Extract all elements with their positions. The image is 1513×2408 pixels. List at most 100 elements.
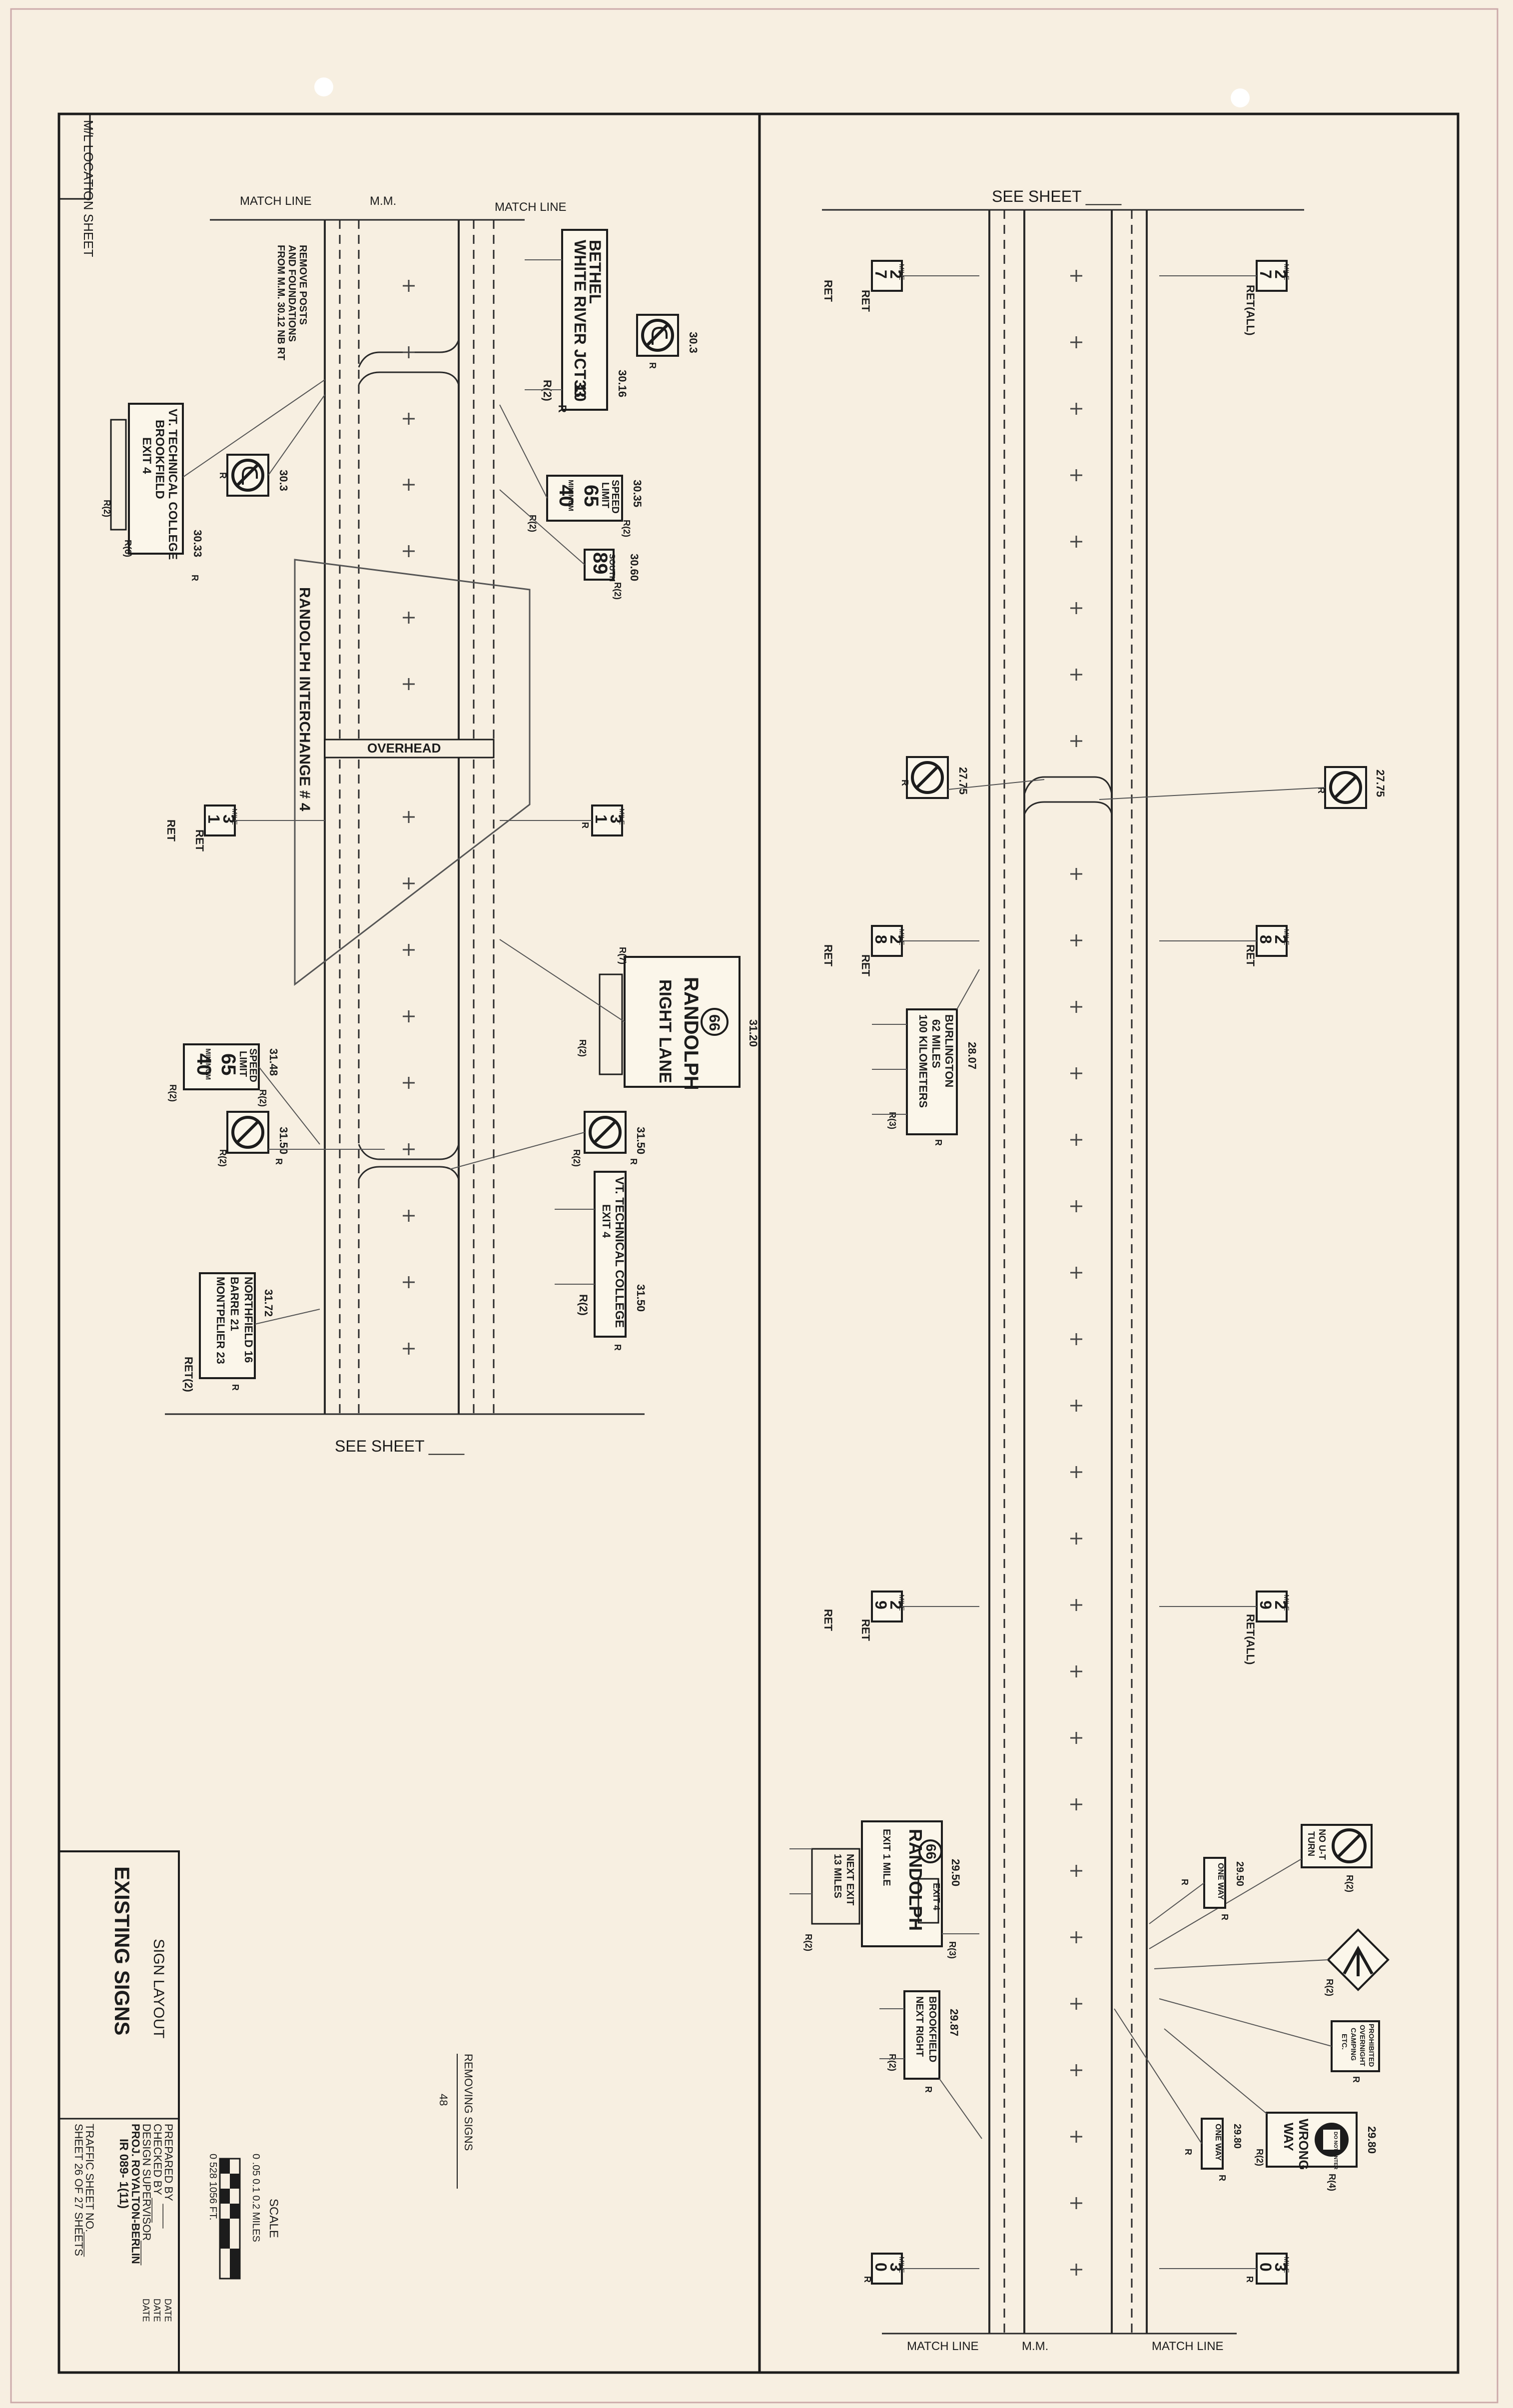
sheet-number: SHEET 26 OF 27 SHEETS [72, 2124, 85, 2256]
match-line-label: MATCH LINE [240, 194, 312, 208]
sign-wrong-way: DO NOT ENTER WRONG WAY 29.80 R(4) R(2) [1164, 2028, 1378, 2191]
svg-text:BETHEL: BETHEL [586, 240, 604, 304]
svg-text:MILE: MILE [1283, 2257, 1291, 2273]
sign-northfield: NORTHFIELD 16 BARRE 21 MONTPELIER 23 31.… [182, 1272, 320, 1392]
overhead-structure [324, 739, 495, 759]
svg-text:R(2): R(2) [1325, 1979, 1335, 1996]
match-line-label: MATCH LINE [1152, 2340, 1224, 2353]
svg-text:31.48: 31.48 [267, 1048, 280, 1076]
svg-text:48: 48 [437, 2094, 450, 2106]
svg-text:DO NOT ENTER: DO NOT ENTER [1333, 2132, 1338, 2170]
sign-burlington: BURLINGTON 62 MILES 100 KILOMETERS 28.07… [872, 969, 980, 1146]
svg-text:NO U-T: NO U-T [1317, 1829, 1327, 1860]
right-roadway [822, 209, 1304, 2335]
svg-text:R: R [556, 405, 569, 413]
svg-text:SPEED: SPEED [247, 1048, 258, 1082]
sign-mile-30-nb: MILE 3 0 R [1159, 2253, 1291, 2285]
svg-text:EXIT 4: EXIT 4 [140, 437, 153, 474]
svg-text:RET(ALL): RET(ALL) [1244, 285, 1257, 335]
svg-text:EXIT 4: EXIT 4 [600, 1204, 613, 1238]
svg-text:CAMPING: CAMPING [1350, 2028, 1358, 2061]
svg-text:LIMIT: LIMIT [600, 482, 611, 508]
match-line-label: MATCH LINE [495, 200, 567, 214]
svg-text:R(2): R(2) [887, 2054, 897, 2071]
svg-text:PREPARED BY ____: PREPARED BY ____ [162, 2124, 175, 2229]
svg-text:2: 2 [1272, 1601, 1290, 1609]
svg-text:RANDOLPH: RANDOLPH [905, 1829, 926, 1931]
sign-no-uturn-31-50-nb: 31.50 R R(2) [449, 1111, 647, 1170]
svg-text:R: R [629, 1158, 639, 1165]
svg-text:MILE: MILE [1283, 929, 1291, 945]
svg-text:VT. TECHNICAL COLLEGE: VT. TECHNICAL COLLEGE [613, 1177, 626, 1328]
sign-no-uturn-30-3-nb: 30.3 R [636, 314, 700, 369]
svg-text:LIMIT: LIMIT [237, 1051, 248, 1077]
svg-text:RET(2): RET(2) [182, 1357, 195, 1392]
svg-text:R: R [900, 780, 910, 786]
svg-text:OVERNIGHT: OVERNIGHT [1359, 2025, 1367, 2067]
svg-text:BURLINGTON: BURLINGTON [943, 1014, 955, 1087]
svg-text:EXIT 4: EXIT 4 [931, 1883, 941, 1910]
svg-text:R(4): R(4) [1327, 2174, 1337, 2191]
sign-mile-31-sb: MILE 3 1 RET RET [165, 804, 325, 852]
svg-text:FROM M.M. 30.12 NB RT: FROM M.M. 30.12 NB RT [275, 245, 286, 360]
svg-text:EXIT 1 MILE: EXIT 1 MILE [881, 1829, 892, 1886]
project-name: PROJ. ROYALTON-BERLIN [129, 2124, 142, 2264]
svg-text:R(7): R(7) [618, 947, 628, 964]
svg-text:3: 3 [887, 2263, 905, 2272]
svg-text:RET: RET [193, 829, 206, 852]
svg-text:REMOVE POSTS: REMOVE POSTS [297, 245, 308, 325]
punch-hole [1231, 88, 1250, 107]
svg-text:1: 1 [205, 814, 223, 823]
svg-text:PROHIBITED: PROHIBITED [1368, 2024, 1376, 2067]
svg-text:2: 2 [1272, 270, 1290, 279]
sheet-subtitle: SIGN LAYOUT [150, 1939, 167, 2038]
svg-text:0 .05 0.1 0.2 MILE: 0 .05 0.1 0.2 MILES [250, 2154, 261, 2242]
left-median-marks [403, 280, 415, 1355]
sign-vt-tech-top: VT. TECHNICAL COLLEGE BROOKFIELD EXIT 4 … [102, 379, 325, 581]
left-roadway [165, 219, 645, 1415]
svg-text:RET: RET [822, 280, 834, 302]
sign-merge: R(2) [1154, 1928, 1390, 1996]
sign-speed-limit-bot: SPEED LIMIT 65 MINIMUM 40 31.48 R(2) R(2… [168, 1043, 320, 1145]
svg-text:WAY: WAY [1281, 2123, 1296, 2151]
svg-text:MILE: MILE [1283, 1595, 1291, 1611]
sign-mile-28-nb: MILE 2 8 RET [1159, 925, 1291, 967]
svg-text:65: 65 [580, 485, 602, 507]
svg-text:R(2): R(2) [168, 1084, 178, 1102]
svg-text:R(6): R(6) [123, 540, 133, 557]
svg-text:30.60: 30.60 [628, 554, 641, 581]
sign-mile-28-sb: MILE 2 8 RET RET [822, 925, 979, 977]
title-block: EXISTING SIGNS SIGN LAYOUT PREPARED BY _… [58, 1850, 180, 2374]
svg-text:R(3): R(3) [947, 1941, 957, 1959]
paper-edge [10, 8, 1499, 2404]
mm-label: M.M. [370, 194, 396, 208]
svg-text:R: R [1217, 2175, 1227, 2181]
svg-text:R: R [274, 1158, 284, 1165]
svg-text:BARRE 21: BARRE 21 [228, 1277, 241, 1331]
svg-text:RET: RET [822, 1609, 834, 1631]
svg-text:R(2): R(2) [572, 1149, 582, 1167]
svg-text:30.33: 30.33 [191, 530, 204, 557]
svg-text:2: 2 [887, 1601, 905, 1609]
svg-text:WHITE RIVER JCT 10: WHITE RIVER JCT 10 [571, 240, 589, 402]
svg-text:R: R [1183, 2149, 1193, 2155]
match-line-label: MATCH LINE [907, 2340, 979, 2353]
svg-text:30.35: 30.35 [631, 480, 644, 507]
svg-text:RET: RET [859, 954, 872, 977]
svg-text:65: 65 [217, 1053, 239, 1076]
svg-text:9: 9 [1257, 1601, 1275, 1609]
svg-text:30.3: 30.3 [277, 470, 290, 491]
svg-text:SOUTH: SOUTH [608, 554, 616, 582]
svg-text:66: 66 [706, 1014, 723, 1031]
svg-text:R: R [1351, 2076, 1361, 2083]
svg-text:REMOVING SIGNS: REMOVING SIGNS [462, 2054, 475, 2151]
svg-text:R: R [923, 2086, 933, 2093]
sign-no-uturn-31-50-sb: 31.50 R R(2) [218, 1111, 385, 1167]
svg-text:DATE: DATE [152, 2299, 162, 2322]
svg-text:WRONG: WRONG [1296, 2119, 1311, 2170]
svg-text:AND FOUNDATIONS: AND FOUNDATIONS [286, 245, 297, 342]
svg-text:66: 66 [923, 1844, 939, 1859]
svg-text:R: R [1316, 787, 1326, 794]
svg-text:3: 3 [1272, 2263, 1290, 2272]
svg-text:NEXT RIGHT: NEXT RIGHT [914, 1996, 925, 2057]
